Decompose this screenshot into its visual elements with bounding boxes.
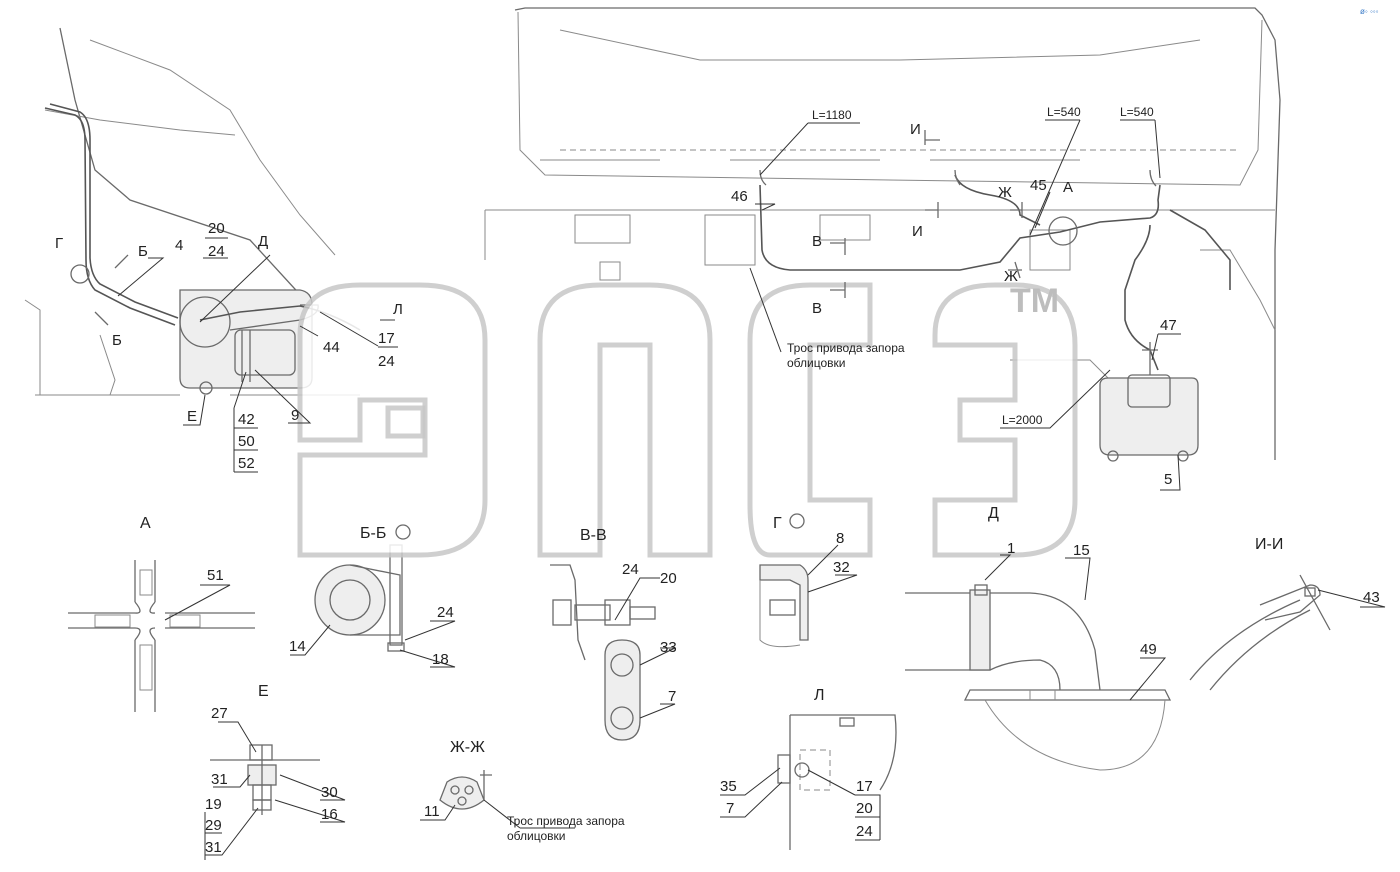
right-tank (1099, 342, 1199, 462)
detail-bb-title: Б-Б (360, 525, 386, 542)
detail-zhzh-note-line1: Трос привода запора (507, 814, 625, 828)
detail-l-pos-7: 7 (726, 800, 734, 817)
section-mark-b-top: Б (138, 243, 148, 260)
detail-d-geometry (905, 584, 1172, 771)
detail-e-pos-31-b: 31 (205, 839, 222, 856)
corner-mark: ø◦ ◦◦◦ (1360, 7, 1379, 16)
detail-g-title: Г (773, 515, 782, 532)
detail-vv-geometry (550, 564, 656, 741)
position-50: 50 (238, 433, 255, 450)
detail-d-pos-15: 15 (1073, 542, 1090, 559)
watermark-letter-s (747, 282, 873, 558)
cable-note-line1: Трос привода запора (787, 341, 905, 355)
section-mark-b-bottom: Б (112, 332, 122, 349)
watermark: ТМ (297, 282, 1078, 558)
right-view-labels: L=1180 L=540 L=540 L=2000 И И Ж Ж А В В … (731, 105, 1177, 488)
detail-e-geometry (210, 744, 320, 815)
detail-vv-pos-24: 24 (622, 561, 639, 578)
detail-l-geometry (777, 714, 897, 850)
left-hose (44, 103, 179, 326)
detail-labels: А 51 Б-Б 24 14 18 В-В 24 20 33 7 Г 8 32 … (140, 505, 1380, 856)
length-2000: L=2000 (1002, 413, 1043, 427)
detail-l-pos-17: 17 (856, 778, 873, 795)
watermark-letter-e (297, 282, 488, 558)
detail-l-pos-20: 20 (856, 800, 873, 817)
section-mark-zh-bottom: Ж (1004, 268, 1018, 285)
position-42: 42 (238, 411, 255, 428)
detail-zhzh-title: Ж-Ж (450, 739, 485, 756)
watermark-letter-p (537, 282, 713, 558)
detail-a-title: А (140, 515, 151, 532)
position-24: 24 (208, 243, 225, 260)
section-mark-l: Л (393, 301, 403, 318)
watermark-tm: ТМ (1010, 282, 1059, 320)
detail-zhzh-geometry (439, 770, 492, 810)
detail-l-pos-24: 24 (856, 823, 873, 840)
detail-vv-pos-33: 33 (660, 639, 677, 656)
detail-vv-title: В-В (580, 527, 607, 544)
position-20: 20 (208, 220, 225, 237)
detail-zhzh-pos-11: 11 (424, 803, 440, 820)
section-mark-zh-top: Ж (998, 184, 1012, 201)
position-44: 44 (323, 339, 340, 356)
detail-ii-geometry (1189, 574, 1331, 691)
section-arrows (94, 130, 1023, 540)
section-mark-v-top: В (812, 233, 822, 250)
watermark-letter-e-bar (385, 405, 426, 439)
section-mark-d: Д (258, 233, 268, 250)
detail-bb-geometry (314, 544, 405, 652)
detail-g-pos-32: 32 (833, 559, 850, 576)
section-mark-i-top: И (910, 121, 921, 138)
detail-e-pos-19: 19 (205, 796, 222, 813)
position-9: 9 (291, 407, 299, 424)
detail-d-title: Д (988, 505, 999, 522)
position-4: 4 (175, 237, 183, 254)
detail-a-pos-51: 51 (207, 567, 224, 584)
detail-vv-pos-20: 20 (660, 570, 677, 587)
watermark-letter-e2 (932, 282, 1078, 558)
detail-d-pos-49: 49 (1140, 641, 1157, 658)
detail-bb-pos-18: 18 (432, 651, 449, 668)
detail-a-geometry (68, 560, 255, 712)
detail-zhzh-note-line2: облицовки (507, 829, 565, 843)
detail-g-geometry (759, 564, 809, 648)
detail-e-pos-31: 31 (211, 771, 228, 788)
detail-bb-pos-14: 14 (289, 638, 306, 655)
position-17: 17 (378, 330, 395, 347)
detail-e-pos-27: 27 (211, 705, 228, 722)
cable-note-line2: облицовки (787, 356, 845, 370)
leader-lines (117, 119, 1386, 860)
section-mark-i-bottom: И (912, 223, 923, 240)
position-46: 46 (731, 188, 748, 205)
section-mark-v-bottom: В (812, 300, 822, 317)
length-1180: L=1180 (812, 108, 852, 122)
section-mark-g: Г (55, 235, 63, 252)
detail-d-pos-1: 1 (1007, 540, 1015, 557)
left-view-labels: Г Б Б Д Е Л 4 20 24 17 24 44 9 42 50 52 (55, 220, 403, 472)
length-540-b: L=540 (1120, 105, 1154, 119)
position-24-b: 24 (378, 353, 395, 370)
detail-e-title: Е (258, 683, 269, 700)
detail-l-pos-35: 35 (720, 778, 737, 795)
detail-ii-title: И-И (1255, 536, 1283, 553)
detail-e-pos-16: 16 (321, 806, 338, 823)
position-52: 52 (238, 455, 255, 472)
position-47: 47 (1160, 317, 1177, 334)
detail-e-pos-29: 29 (205, 817, 222, 834)
detail-l-title: Л (814, 687, 825, 704)
detail-vv-pos-7: 7 (668, 688, 676, 705)
section-mark-e: Е (187, 408, 197, 425)
detail-bb-pos-24: 24 (437, 604, 454, 621)
detail-e-pos-30: 30 (321, 784, 338, 801)
position-45: 45 (1030, 177, 1047, 194)
length-540-a: L=540 (1047, 105, 1081, 119)
section-mark-a: А (1063, 179, 1073, 196)
detail-ii-pos-43: 43 (1363, 589, 1380, 606)
position-5: 5 (1164, 471, 1172, 488)
detail-g-pos-8: 8 (836, 530, 844, 547)
